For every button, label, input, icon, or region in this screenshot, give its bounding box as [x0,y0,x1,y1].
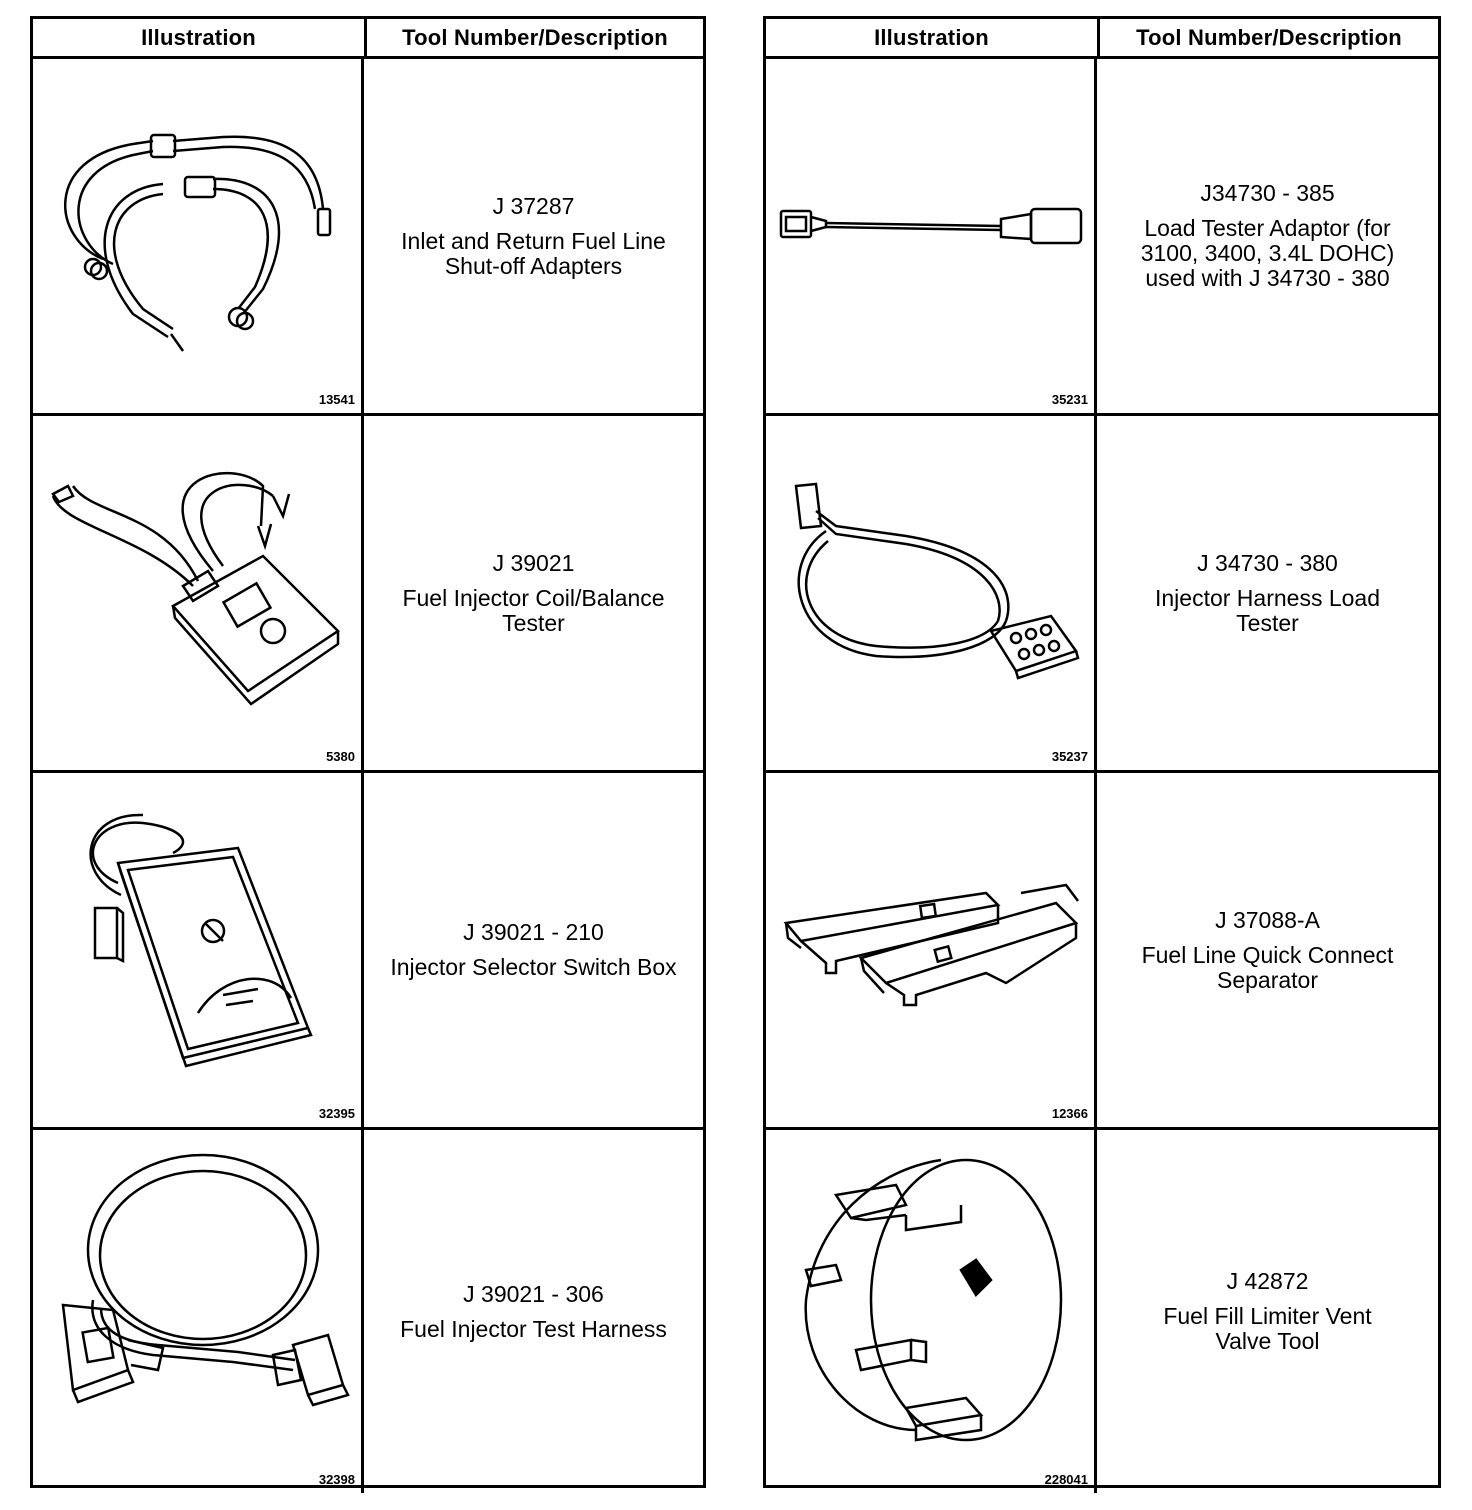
figure-number: 228041 [1044,1472,1088,1487]
tool-desc-line: Inlet and Return Fuel Line [401,227,666,254]
tool-desc-line: Separator [1216,966,1318,993]
header-tool: Tool Number/Description [1136,24,1402,50]
harness-load-tester-illustration [794,482,1080,680]
tool-number: J 39021 [492,549,575,576]
tool-number: J 37088-A [1215,906,1320,933]
illustration-cell: 228041 [766,1130,1097,1493]
tool-desc-line: Valve Tool [1215,1328,1320,1354]
illustration-cell: 35231 [766,59,1097,413]
table-row: 13541 J 37287 Inlet and Return Fuel Line… [33,59,703,416]
figure-number: 13541 [318,392,355,407]
figure-number: 32395 [318,1106,355,1121]
tool-desc-line: Injector Harness Load [1154,584,1380,611]
figure-number: 35237 [1051,749,1088,764]
tool-desc-line: Tester [502,609,565,636]
quick-connect-separator-illustration [783,883,1079,1007]
tool-desc-line: Injector Selector Switch Box [390,954,677,980]
header-tool: Tool Number/Description [402,24,668,50]
illustration-cell: 12366 [766,773,1097,1127]
table-row: 5380 J 39021 Fuel Injector Coil/Balance … [33,416,703,773]
table-row: 12366 J 37088-A Fuel Line Quick Connect … [766,773,1438,1130]
table-row: 35237 J 34730 - 380 Injector Harness Loa… [766,416,1438,773]
tool-description: J34730 - 385 Load Tester Adaptor (for 31… [1097,59,1438,413]
load-tester-adaptor-illustration [779,207,1083,245]
illustration-cell: 32395 [33,773,364,1127]
tool-desc-line: Tester [1236,609,1299,636]
illustration-cell: 35237 [766,416,1097,770]
table-row: 32395 J 39021 - 210 Injector Selector Sw… [33,773,703,1130]
tool-number: J 39021 - 210 [463,919,604,945]
table-row: 32398 J 39021 - 306 Fuel Injector Test H… [33,1130,703,1493]
tool-desc-line: Fuel Injector Test Harness [400,1315,667,1342]
table-header: Illustration Tool Number/Description [766,19,1438,59]
test-harness-illustration [61,1153,350,1407]
tool-number: J 34730 - 380 [1197,549,1338,576]
coil-balance-tester-illustration [51,471,340,706]
tool-desc-line: Load Tester Adaptor (for [1144,215,1391,241]
illustration-cell: 5380 [33,416,364,770]
tool-description: J 39021 Fuel Injector Coil/Balance Teste… [364,416,703,770]
tool-table-right: Illustration Tool Number/Description 352… [763,16,1441,1493]
vent-valve-tool-illustration [804,1158,1063,1442]
figure-number: 5380 [326,749,355,764]
tool-number: J 39021 - 306 [463,1280,604,1307]
tool-desc-line: Fuel Fill Limiter Vent [1163,1303,1372,1329]
selector-switch-box-illustration [89,813,313,1068]
tool-description: J 37088-A Fuel Line Quick Connect Separa… [1097,773,1438,1127]
tool-desc-line: used with J 34730 - 380 [1145,265,1390,291]
tool-description: J 42872 Fuel Fill Limiter Vent Valve Too… [1097,1130,1438,1493]
tool-description: J 39021 - 306 Fuel Injector Test Harness [364,1130,703,1493]
tool-desc-line: 3100, 3400, 3.4L DOHC) [1140,240,1395,266]
tool-table-left: Illustration Tool Number/Description [30,16,706,1493]
tool-number: J34730 - 385 [1200,180,1335,206]
figure-number: 12366 [1051,1106,1088,1121]
header-illustration: Illustration [766,19,1100,56]
table-header: Illustration Tool Number/Description [33,19,703,59]
tool-desc-line: Shut-off Adapters [444,252,623,279]
tool-description: J 34730 - 380 Injector Harness Load Test… [1097,416,1438,770]
fuel-line-adapters-illustration [64,133,332,352]
tool-number: J 42872 [1226,1268,1309,1294]
illustration-cell: 32398 [33,1130,364,1493]
table-row: 35231 J34730 - 385 Load Tester Adaptor (… [766,59,1438,416]
figure-number: 32398 [318,1472,355,1487]
illustration-cell: 13541 [33,59,364,413]
tool-number: J 37287 [492,192,575,219]
tool-desc-line: Fuel Injector Coil/Balance [402,584,665,611]
header-illustration: Illustration [33,19,367,56]
table-row: 228041 J 42872 Fuel Fill Limiter Vent Va… [766,1130,1438,1493]
tool-description: J 37287 Inlet and Return Fuel Line Shut-… [364,59,703,413]
tool-description: J 39021 - 210 Injector Selector Switch B… [364,773,703,1127]
tool-desc-line: Fuel Line Quick Connect [1141,941,1394,968]
figure-number: 35231 [1051,392,1088,407]
